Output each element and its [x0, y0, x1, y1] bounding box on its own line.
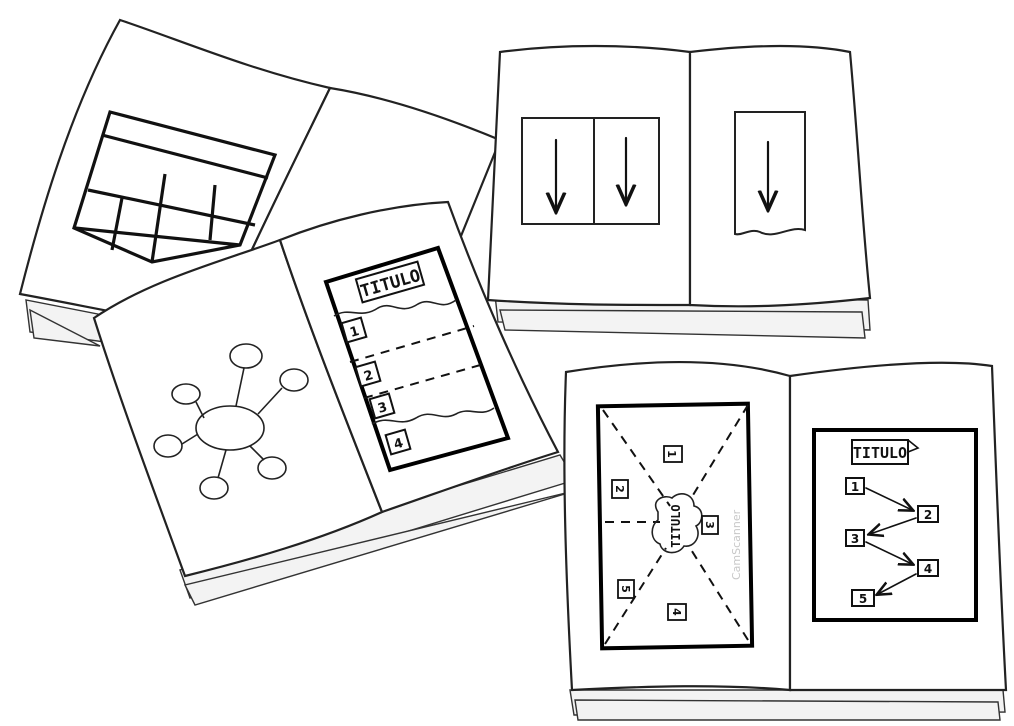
radial-title: TITULO	[669, 504, 683, 547]
radial-section-label: 3	[703, 521, 716, 529]
watermark-text: CamScanner	[730, 509, 743, 580]
radial-section-label: 1	[665, 450, 678, 458]
radial-section-label: 5	[619, 585, 632, 593]
flow-step-label: 5	[859, 592, 867, 606]
flow-step-label: 4	[924, 562, 932, 576]
radial-section-label: 4	[670, 608, 683, 616]
radial-section-label: 2	[613, 485, 626, 493]
notebook-radial-flow: TITULO 1 2 3 4 5 CamScanner TITULO 1 2 3	[564, 362, 1006, 720]
flow-step-label: 2	[924, 508, 932, 522]
notebook-arrows-layout	[488, 46, 870, 338]
flow-step-label: 3	[851, 532, 859, 546]
flow-step-label: 1	[851, 480, 859, 494]
flow-title: TITULO	[853, 444, 907, 462]
